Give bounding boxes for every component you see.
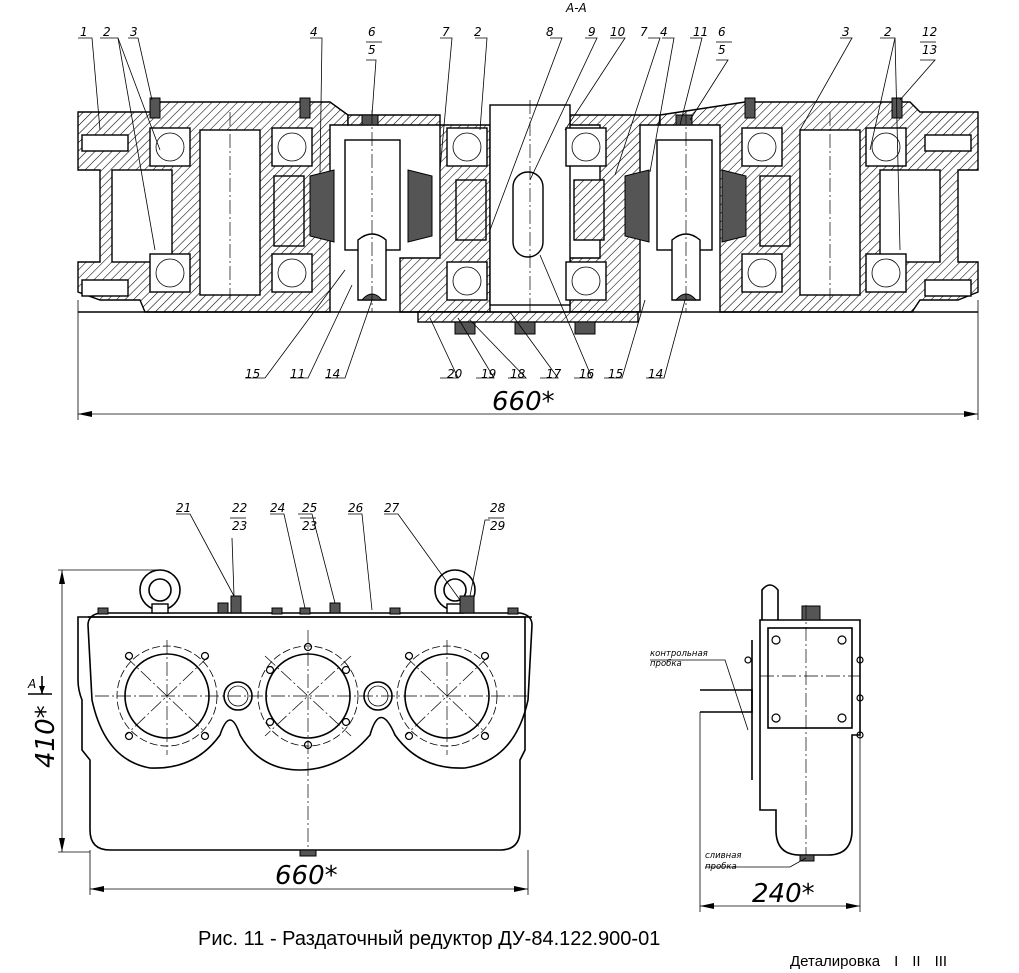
section-marker: А <box>27 676 52 695</box>
callouts_top_bottom-callout-1: 11 <box>290 367 305 381</box>
dimension-top-width: 660* <box>77 300 979 420</box>
callouts_top-callout-8: 8 <box>546 25 554 39</box>
bottom-cover <box>417 311 639 323</box>
keyway <box>512 171 544 258</box>
bottom-bolts <box>454 321 596 335</box>
nav-link-1[interactable]: I <box>894 953 899 970</box>
callouts_top_bottom-callout-5: 18 <box>510 367 526 381</box>
gear-hub-center-left <box>455 179 487 241</box>
leaders-front <box>176 513 490 611</box>
side-breather <box>761 584 779 620</box>
callouts_top-callout-14: 6 <box>718 25 726 39</box>
callouts_top-callout-3: 4 <box>310 25 318 39</box>
callouts_front-callout-0: 21 <box>176 501 191 515</box>
callouts_top-callout-18: 12 <box>922 25 937 39</box>
callouts_top-callout-13: 11 <box>693 25 708 39</box>
gear-hub-left <box>273 175 305 247</box>
callouts_top_bottom-callout-2: 14 <box>325 367 340 381</box>
side-shaft <box>700 689 753 713</box>
note-control-1: контрольная <box>650 649 708 659</box>
callouts_top-callout-15: 5 <box>718 43 726 57</box>
callouts_front-callout-9: 29 <box>490 519 505 533</box>
callouts_top_bottom-callout-6: 17 <box>546 367 562 381</box>
side-bolts <box>744 635 864 739</box>
callouts_front-callout-1: 22 <box>232 501 247 515</box>
dim-side-width-label: 240* <box>752 879 815 909</box>
callouts_top-callout-19: 13 <box>922 43 937 57</box>
gear-hub-right <box>759 175 791 247</box>
shaft-idler-right <box>656 139 713 251</box>
callouts_front-callout-2: 23 <box>232 519 247 533</box>
side-housing-outline <box>759 619 861 856</box>
side-flange <box>767 627 853 729</box>
dim-front-height-label: 410* <box>31 705 61 768</box>
callouts_top_bottom-callout-8: 15 <box>608 367 623 381</box>
callouts_top-callout-17: 2 <box>884 25 892 39</box>
leader-drain <box>705 857 807 868</box>
callouts_top-callout-2: 3 <box>130 25 138 39</box>
callouts_front-callout-5: 23 <box>302 519 317 533</box>
gear-hub-center-right <box>573 179 605 241</box>
section-view-a-a: А-А <box>77 1 979 420</box>
side-top-plug <box>801 605 821 621</box>
nav-label-detailing[interactable]: Деталировка <box>790 953 881 970</box>
callouts-top-bottom: 15 11 14 20 19 18 17 16 15 14 <box>245 367 663 381</box>
callouts_top_bottom-callout-0: 15 <box>245 367 260 381</box>
bearings <box>149 127 907 301</box>
callouts_top-callout-1: 2 <box>103 25 111 39</box>
callouts_top_bottom-callout-4: 19 <box>481 367 496 381</box>
dim-top-width-label: 660* <box>492 387 555 417</box>
callouts_top-callout-11: 7 <box>640 25 648 39</box>
callouts_top-callout-10: 10 <box>610 25 626 39</box>
callouts_top-callout-0: 1 <box>80 25 88 39</box>
lifting-eyes <box>139 569 476 614</box>
front-housing-outline <box>77 616 526 851</box>
side-drain-plug <box>799 854 815 862</box>
front-centerlines <box>95 630 528 855</box>
cavity-left <box>111 169 173 263</box>
callouts_top_bottom-callout-9: 14 <box>648 367 663 381</box>
centerlines-top <box>229 100 831 312</box>
leaders-top <box>78 37 936 379</box>
callouts_front-callout-7: 27 <box>384 501 400 515</box>
side-plugs <box>81 134 972 297</box>
callouts_top_bottom-callout-3: 20 <box>447 367 463 381</box>
callouts_front-callout-3: 24 <box>270 501 285 515</box>
note-drain-2: пробка <box>705 862 737 872</box>
callouts_top-callout-12: 4 <box>660 25 668 39</box>
callouts_front-callout-6: 26 <box>348 501 364 515</box>
front-view: 410* 660* А 21 22 23 24 25 23 26 27 28 29 <box>27 501 533 895</box>
cavity-right <box>879 169 941 263</box>
nav-link-2[interactable]: II <box>912 953 921 970</box>
callouts_top-callout-4: 6 <box>368 25 376 39</box>
callouts_top_bottom-callout-7: 16 <box>579 367 595 381</box>
section-title: А-А <box>565 1 587 15</box>
callouts_front-callout-4: 25 <box>302 501 317 515</box>
dimension-front-height: 410* <box>31 569 160 853</box>
taper-roller-bearings <box>309 169 747 243</box>
dimension-front-width: 660* <box>89 850 529 895</box>
detail-navigation: Деталировка I II III <box>790 953 947 970</box>
shaft-idler-left <box>344 139 401 251</box>
callouts-front: 21 22 23 24 25 23 26 27 28 29 <box>176 501 506 533</box>
note-drain-1: сливная <box>705 851 742 861</box>
dimension-side-width: 240* <box>699 712 861 912</box>
callouts_top-callout-16: 3 <box>842 25 850 39</box>
callouts_front-callout-8: 28 <box>490 501 506 515</box>
nav-link-3[interactable]: III <box>934 953 948 970</box>
front-housing-lobes <box>87 612 533 771</box>
callouts_top-callout-5: 5 <box>368 43 376 57</box>
leader-control <box>650 659 749 731</box>
dim-front-width-label: 660* <box>275 861 338 891</box>
note-control-2: пробка <box>650 659 682 669</box>
callouts_top-callout-6: 7 <box>442 25 450 39</box>
figure-caption: Рис. 11 - Раздаточный редуктор ДУ-84.122… <box>198 928 661 950</box>
callouts_top-callout-7: 2 <box>474 25 482 39</box>
section-marker-label: А <box>27 677 36 691</box>
side-view: контрольная пробка сливная пробка 240* <box>650 584 864 912</box>
callouts_top-callout-9: 9 <box>588 25 596 39</box>
